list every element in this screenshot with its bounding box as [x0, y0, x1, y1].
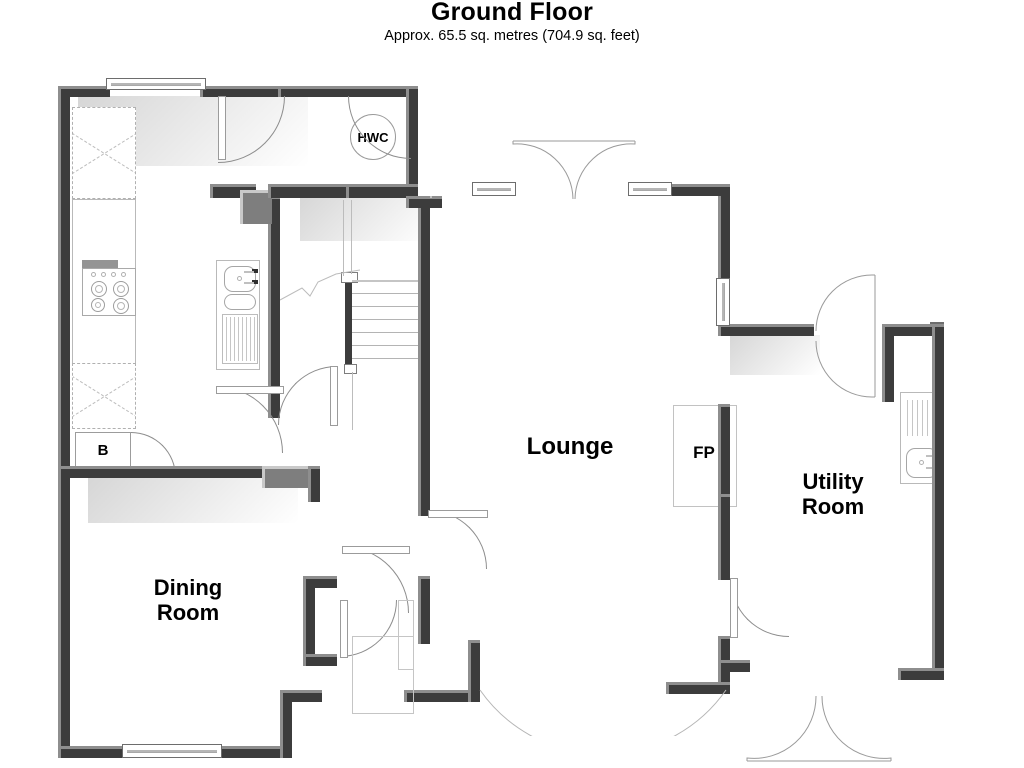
wall	[58, 746, 126, 758]
wall	[406, 196, 442, 208]
wall	[668, 184, 730, 196]
boiler-label: B	[97, 442, 109, 459]
door-swing	[278, 366, 337, 425]
wall	[418, 196, 430, 516]
window	[122, 744, 222, 758]
dining-arc	[479, 689, 727, 736]
french-doors-bottom[interactable]	[746, 640, 892, 762]
wall	[718, 660, 750, 672]
wall	[404, 690, 480, 702]
door-leaf	[218, 96, 226, 160]
room-label-lounge: Lounge	[526, 433, 614, 460]
wall	[418, 576, 430, 644]
wall	[200, 86, 278, 97]
door-leaf	[428, 510, 488, 518]
door-leaf	[216, 386, 284, 394]
wall	[58, 466, 70, 758]
page-title: Ground Floor	[430, 0, 594, 26]
area-subtitle: Approx. 65.5 sq. metres (704.9 sq. feet)	[384, 28, 640, 44]
window	[106, 78, 206, 90]
wall	[278, 86, 418, 97]
wall	[303, 576, 337, 588]
window	[628, 182, 672, 196]
staircase	[350, 280, 428, 366]
wall	[468, 640, 480, 702]
radiator-icon	[222, 314, 258, 364]
wall	[303, 654, 337, 666]
room-label-utility-room: Utility Room	[801, 469, 865, 519]
wall	[268, 196, 280, 418]
wall	[898, 668, 944, 680]
wall	[718, 404, 730, 506]
window	[716, 278, 730, 326]
porch-jamb	[398, 600, 414, 670]
window	[472, 182, 516, 196]
door-swing	[730, 578, 789, 637]
kitchen-unit-icon	[72, 107, 136, 199]
shadow	[730, 335, 820, 375]
wall	[308, 466, 320, 502]
door-leaf	[340, 600, 348, 658]
wall	[932, 324, 944, 680]
basin-icon	[224, 266, 256, 292]
wall	[58, 86, 110, 97]
wall	[666, 682, 730, 694]
stair-newel-post	[341, 272, 358, 283]
door-leaf	[730, 578, 738, 638]
wall	[718, 494, 730, 580]
radiator-icon	[905, 398, 937, 438]
wall	[268, 184, 346, 198]
window	[930, 322, 944, 324]
french-doors-right[interactable]	[806, 274, 876, 398]
door-leaf	[330, 366, 338, 426]
french-doors-top[interactable]	[512, 140, 636, 200]
wall	[58, 86, 70, 478]
wall	[303, 576, 315, 666]
wall	[58, 466, 280, 478]
fireplace-label: FP	[693, 443, 715, 462]
porch-threshold	[352, 636, 414, 714]
wc-icon	[224, 294, 256, 310]
door-leaf	[342, 546, 410, 554]
room-label-dining-room: Dining Room	[153, 575, 223, 625]
wall	[882, 324, 944, 336]
wall	[718, 324, 814, 336]
door-swing	[428, 510, 487, 569]
wall	[262, 466, 308, 488]
wall	[240, 190, 272, 224]
kitchen-unit-icon	[72, 363, 136, 429]
stair-balustrade	[345, 278, 352, 370]
stair-newel-post	[344, 364, 357, 374]
wall	[346, 184, 418, 198]
wall	[280, 690, 322, 702]
hob-icon	[82, 268, 136, 316]
stair-break-line	[280, 269, 360, 301]
